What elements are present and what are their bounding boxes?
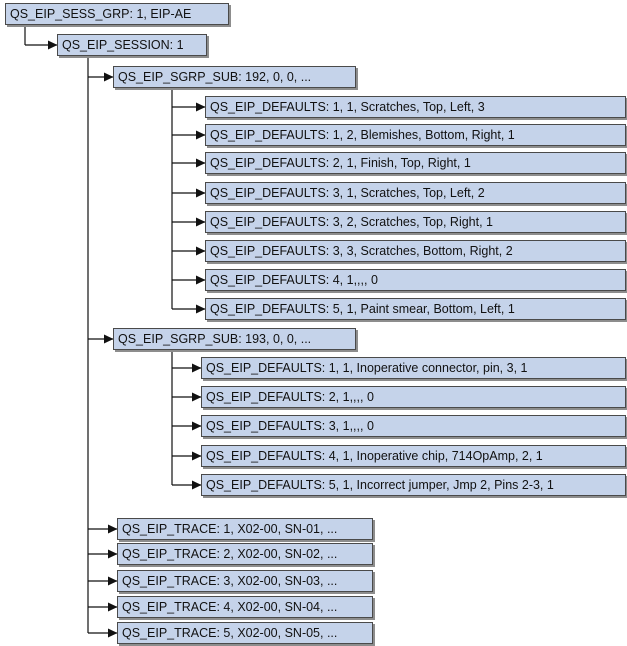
defaults-node: QS_EIP_DEFAULTS: 3, 1,,,, 0	[201, 415, 626, 437]
defaults-node: QS_EIP_DEFAULTS: 1, 1, Scratches, Top, L…	[205, 96, 626, 118]
defaults-node: QS_EIP_DEFAULTS: 3, 1, Scratches, Top, L…	[205, 182, 626, 204]
trace-node: QS_EIP_TRACE: 3, X02-00, SN-03, ...	[117, 570, 373, 592]
defaults-node: QS_EIP_DEFAULTS: 3, 2, Scratches, Top, R…	[205, 211, 626, 233]
trace-node: QS_EIP_TRACE: 5, X02-00, SN-05, ...	[117, 622, 373, 644]
session-node: QS_EIP_SESSION: 1	[57, 34, 207, 56]
sgrp-sub-node-192: QS_EIP_SGRP_SUB: 192, 0, 0, ...	[113, 66, 356, 88]
trace-node: QS_EIP_TRACE: 4, X02-00, SN-04, ...	[117, 596, 373, 618]
sgrp-sub-node-193: QS_EIP_SGRP_SUB: 193, 0, 0, ...	[113, 328, 356, 350]
defaults-node: QS_EIP_DEFAULTS: 4, 1,,,, 0	[205, 269, 626, 291]
defaults-node: QS_EIP_DEFAULTS: 2, 1,,,, 0	[201, 386, 626, 408]
defaults-node: QS_EIP_DEFAULTS: 2, 1, Finish, Top, Righ…	[205, 152, 626, 174]
trace-node: QS_EIP_TRACE: 1, X02-00, SN-01, ...	[117, 518, 373, 540]
defaults-node: QS_EIP_DEFAULTS: 5, 1, Paint smear, Bott…	[205, 298, 626, 320]
defaults-node: QS_EIP_DEFAULTS: 5, 1, Incorrect jumper,…	[201, 474, 626, 496]
trace-node: QS_EIP_TRACE: 2, X02-00, SN-02, ...	[117, 543, 373, 565]
defaults-node: QS_EIP_DEFAULTS: 3, 3, Scratches, Bottom…	[205, 240, 626, 262]
defaults-node: QS_EIP_DEFAULTS: 4, 1, Inoperative chip,…	[201, 445, 626, 467]
root-node: QS_EIP_SESS_GRP: 1, EIP-AE	[5, 3, 229, 25]
defaults-node: QS_EIP_DEFAULTS: 1, 1, Inoperative conne…	[201, 357, 626, 379]
defaults-node: QS_EIP_DEFAULTS: 1, 2, Blemishes, Bottom…	[205, 124, 626, 146]
